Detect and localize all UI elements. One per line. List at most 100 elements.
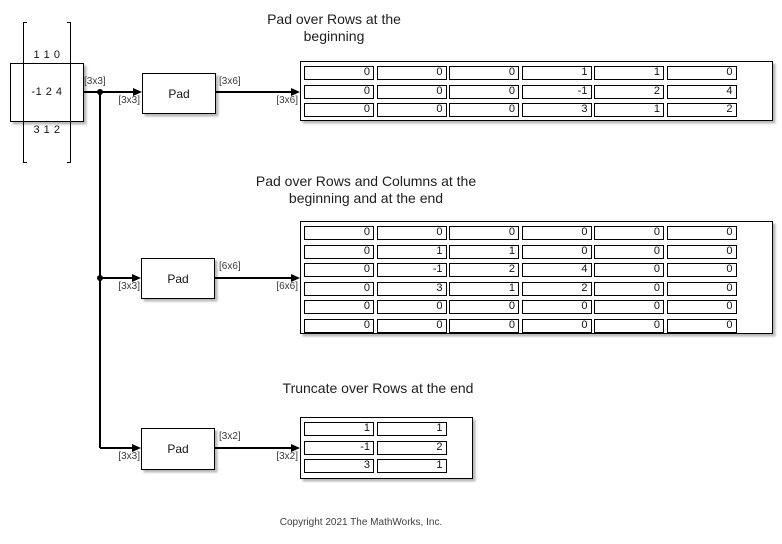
matrix-value: 1 1 0 -1 2 4 3 1 2 <box>23 21 71 164</box>
signal-line-branch-trunk[interactable] <box>99 92 101 448</box>
display-cell: 3 <box>521 103 592 117</box>
signal-line-pad1-to-display1[interactable] <box>216 91 291 93</box>
arrowhead-display2-input <box>291 273 300 282</box>
display-cell: 0 <box>304 66 374 80</box>
matrix-right-bracket <box>66 21 71 164</box>
copyright-annotation: Copyright 2021 The MathWorks, Inc. <box>279 517 443 528</box>
display-cell: 0 <box>304 84 374 99</box>
display-cell: -1 <box>521 84 592 99</box>
display-cell: 0 <box>304 300 374 314</box>
display-cell: 2 <box>594 84 664 99</box>
display-cell: 0 <box>449 66 519 80</box>
branch-point-1 <box>97 89 103 95</box>
display-cell: 0 <box>376 84 447 99</box>
display-cell: 3 <box>376 281 447 296</box>
signal-dim-pad3-input: [3x3] <box>118 451 140 462</box>
display-cell: 0 <box>666 318 737 333</box>
display-cell: 0 <box>594 226 664 240</box>
display-cell: 2 <box>449 263 519 277</box>
annotation-title-3: Truncate over Rows at the end <box>283 380 474 397</box>
display-cell: 0 <box>376 103 447 117</box>
matrix-row-3: 3 1 2 <box>33 123 61 136</box>
display-cell: 0 <box>594 244 664 259</box>
display-cell: 0 <box>376 66 447 80</box>
display-cell: 0 <box>521 244 592 259</box>
display-cell: 1 <box>304 422 374 436</box>
matrix-left-bracket <box>23 21 28 164</box>
pad-block-2[interactable]: Pad <box>141 258 215 299</box>
signal-dim-display2-input: [6x6] <box>276 281 298 292</box>
display-cell: 0 <box>666 281 737 296</box>
display-cell: 2 <box>666 103 737 117</box>
signal-line-branch-to-pad3[interactable] <box>100 447 132 449</box>
annotation-title-3-line-1: Truncate over Rows at the end <box>282 380 474 396</box>
signal-line-pad3-to-display3[interactable] <box>215 447 291 449</box>
display-cell: 0 <box>521 318 592 333</box>
pad-block-1-label: Pad <box>168 86 190 101</box>
annotation-title-2: Pad over Rows and Columns at the beginni… <box>256 173 476 206</box>
display-cell: 1 <box>376 244 447 259</box>
display-cell: 0 <box>594 263 664 277</box>
display-cell: 0 <box>376 318 447 333</box>
arrowhead-display3-input <box>291 443 300 452</box>
signal-dim-pad3-output: [3x2] <box>219 431 241 442</box>
display-cell: 1 <box>376 459 447 473</box>
display-cell: 1 <box>521 66 592 80</box>
signal-line-source-to-pad1[interactable] <box>84 91 133 93</box>
display-cell: 1 <box>594 103 664 117</box>
signal-dim-pad1-input: [3x3] <box>118 95 140 106</box>
signal-dim-pad1-output: [3x6] <box>219 76 241 87</box>
display-cell: -1 <box>304 440 374 455</box>
display-cell: 1 <box>449 281 519 296</box>
display-cell: 2 <box>376 440 447 455</box>
display-cell: 2 <box>521 281 592 296</box>
display-cell: 0 <box>304 244 374 259</box>
display-cell: 0 <box>521 300 592 314</box>
display-cell: 0 <box>449 84 519 99</box>
annotation-title-2-line-1: Pad over Rows and Columns at the <box>255 173 477 189</box>
arrowhead-pad2-input <box>132 273 141 282</box>
display-cell: 1 <box>376 422 447 436</box>
signal-line-pad2-to-display2[interactable] <box>215 277 291 279</box>
annotation-title-1-line-2: beginning <box>303 27 365 44</box>
signal-dim-source-output: [3x3] <box>84 76 106 87</box>
display-cell: -1 <box>376 263 447 277</box>
display-cell: 0 <box>376 300 447 314</box>
display-cell: 0 <box>666 263 737 277</box>
display-cell: 0 <box>449 226 519 240</box>
annotation-title-2-line-2: beginning and at the end <box>288 189 444 206</box>
display-cell: 0 <box>594 300 664 314</box>
display-cell: 0 <box>449 318 519 333</box>
arrowhead-pad1-input <box>133 87 142 96</box>
pad-block-1[interactable]: Pad <box>142 73 216 114</box>
display-cell: 4 <box>521 263 592 277</box>
signal-dim-display3-input: [3x2] <box>276 451 298 462</box>
display-cell: 0 <box>304 226 374 240</box>
display-cell: 1 <box>449 244 519 259</box>
display-cell: 0 <box>666 300 737 314</box>
constant-matrix-block[interactable]: 1 1 0 -1 2 4 3 1 2 <box>10 21 84 164</box>
pad-block-3[interactable]: Pad <box>141 428 215 470</box>
display-cell: 0 <box>304 281 374 296</box>
matrix-row-1: 1 1 0 <box>33 48 61 61</box>
signal-dim-pad2-output: [6x6] <box>219 261 241 272</box>
display-cell: 0 <box>594 281 664 296</box>
display-cell: 0 <box>594 318 664 333</box>
display-cell: 0 <box>304 263 374 277</box>
display-cell: 0 <box>304 318 374 333</box>
display-cell: 1 <box>594 66 664 80</box>
display-cell: 4 <box>666 84 737 99</box>
signal-line-branch-to-pad2[interactable] <box>100 277 132 279</box>
